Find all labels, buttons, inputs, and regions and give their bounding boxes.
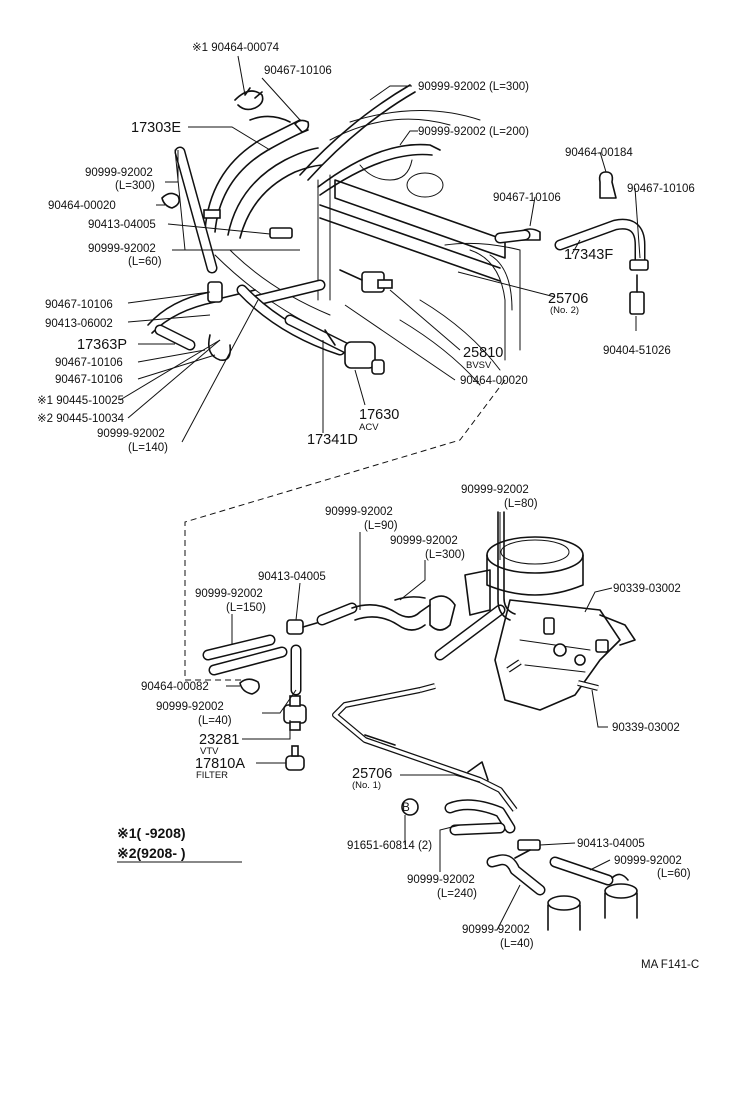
label-17810A: 17810A (195, 756, 245, 772)
label-90404-51026: 90404-51026 (603, 345, 671, 357)
label-25810: 25810 (463, 345, 503, 361)
lower-left-hoses (202, 511, 516, 696)
label-l90-length: (L=90) (364, 520, 398, 532)
leader-lines-lower (226, 512, 613, 931)
note-1: ※1( -9208) (117, 825, 186, 841)
label-l300-mid-length: (L=300) (425, 549, 465, 561)
label-90467-10106-d: 90467-10106 (45, 299, 113, 311)
bvsv-valve (339, 269, 393, 293)
label-90467-10106-c: 90467-10106 (493, 192, 561, 204)
intake-rail (317, 174, 506, 301)
label-l80-length: (L=80) (504, 498, 538, 510)
label-90999-92002-l60-b: 90999-92002 (614, 855, 682, 867)
label-90999-92002-l140: 90999-92002 (97, 428, 165, 440)
label-90999-92002-l300-top: 90999-92002 (L=300) (418, 81, 529, 93)
left-hoses (147, 146, 346, 362)
clip-90464-00020 (203, 209, 221, 219)
label-90464-00184: 90464-00184 (565, 147, 633, 159)
dashed-reference-frame (184, 379, 506, 681)
label-90999-92002-l300-mid: 90999-92002 (390, 535, 458, 547)
label-25706-no1-sub: (No. 1) (352, 780, 381, 791)
label-90999-92002-l80: 90999-92002 (461, 484, 529, 496)
label-circle-b: B (402, 802, 410, 814)
label-90999-92002-l200-top: 90999-92002 (L=200) (418, 126, 529, 138)
lower-assembly-drawing (202, 511, 638, 931)
note-2: ※2(9208- ) (117, 845, 186, 861)
label-25706-no1: 25706 (352, 766, 392, 782)
metal-pipe-no1 (332, 683, 518, 812)
label-90413-06002: 90413-06002 (45, 318, 113, 330)
hose-bundle-top (204, 84, 441, 239)
label-90467-10106-a: 90467-10106 (264, 65, 332, 77)
label-17363P: 17363P (77, 337, 127, 353)
label-90999-92002-l90: 90999-92002 (325, 506, 393, 518)
applicability-notes: ※1( -9208) ※2(9208- ) (117, 825, 242, 863)
bottom-canisters (547, 883, 638, 931)
label-90413-04005-c: 90413-04005 (577, 838, 645, 850)
label-l40-b-length: (L=40) (500, 938, 534, 950)
fitting-90413-04005 (269, 227, 293, 239)
t-fitting-90413-06002 (207, 281, 223, 303)
label-l150-length: (L=150) (226, 602, 266, 614)
label-23281-sub: VTV (200, 746, 219, 757)
label-90464-00074: ※1 90464-00074 (192, 42, 280, 54)
labels-lower: 90999-92002 (L=80) 90999-92002 (L=90) 90… (141, 484, 691, 950)
label-17343F: 17343F (564, 247, 613, 263)
label-90445-10034: ※2 90445-10034 (37, 413, 125, 425)
engine-outline (174, 110, 521, 386)
labels-upper: ※1 90464-00074 90467-10106 17303E 90999-… (37, 42, 695, 454)
label-90464-00082: 90464-00082 (141, 681, 209, 693)
label-17303E: 17303E (131, 120, 181, 136)
label-90467-10106-e: 90467-10106 (55, 357, 123, 369)
label-l240-length: (L=240) (437, 888, 477, 900)
label-l60-a-length: (L=60) (128, 256, 162, 268)
right-hose-17343F (494, 171, 649, 315)
upper-assembly-drawing (147, 84, 649, 386)
check-valve-90404-51026 (629, 291, 645, 315)
top-clips (161, 87, 310, 209)
label-17810A-sub: FILTER (196, 770, 228, 781)
label-90999-92002-l60-a: 90999-92002 (88, 243, 156, 255)
label-90467-10106-f: 90467-10106 (55, 374, 123, 386)
leader-lines-upper (119, 55, 641, 443)
label-90339-03002-a: 90339-03002 (613, 583, 681, 595)
label-90999-92002-l300-left: 90999-92002 (85, 167, 153, 179)
label-91651-60814: 91651-60814 (2) (347, 840, 432, 852)
label-25706-no2: 25706 (548, 291, 588, 307)
vtv-valve (283, 695, 307, 731)
label-25810-sub: BVSV (466, 360, 492, 371)
t-fitting-90413-04005-b (286, 619, 304, 635)
carburetor-body (464, 536, 636, 711)
label-90999-92002-l150: 90999-92002 (195, 588, 263, 600)
label-17341D: 17341D (307, 432, 358, 448)
label-90445-10025: ※1 90445-10025 (37, 395, 124, 407)
label-90413-04005-b: 90413-04005 (258, 571, 326, 583)
label-l60-b-length: (L=60) (657, 868, 691, 880)
label-90467-10106-b: 90467-10106 (627, 183, 695, 195)
label-23281: 23281 (199, 732, 239, 748)
filter-17810A (285, 745, 305, 771)
label-l140-length: (L=140) (128, 442, 168, 454)
label-l300-left-length: (L=300) (115, 180, 155, 192)
label-90464-00020-b: 90464-00020 (460, 375, 528, 387)
label-90999-92002-l40-a: 90999-92002 (156, 701, 224, 713)
label-90464-00020-a: 90464-00020 (48, 200, 116, 212)
label-90339-03002-b: 90339-03002 (612, 722, 680, 734)
label-17630: 17630 (359, 407, 399, 423)
diagram-code: MA F141-C (641, 959, 699, 971)
label-25706-no2-sub: (No. 2) (550, 305, 579, 316)
label-90999-92002-l40-b: 90999-92002 (462, 924, 530, 936)
acv-valve (284, 314, 385, 375)
label-17630-sub: ACV (359, 422, 379, 433)
label-90999-92002-l240: 90999-92002 (407, 874, 475, 886)
t-fitting-90413-04005-c (517, 839, 541, 851)
circle-b-marker (401, 798, 419, 816)
bottom-hoses (444, 799, 629, 896)
label-l40-a-length: (L=40) (198, 715, 232, 727)
label-90413-04005-a: 90413-04005 (88, 219, 156, 231)
